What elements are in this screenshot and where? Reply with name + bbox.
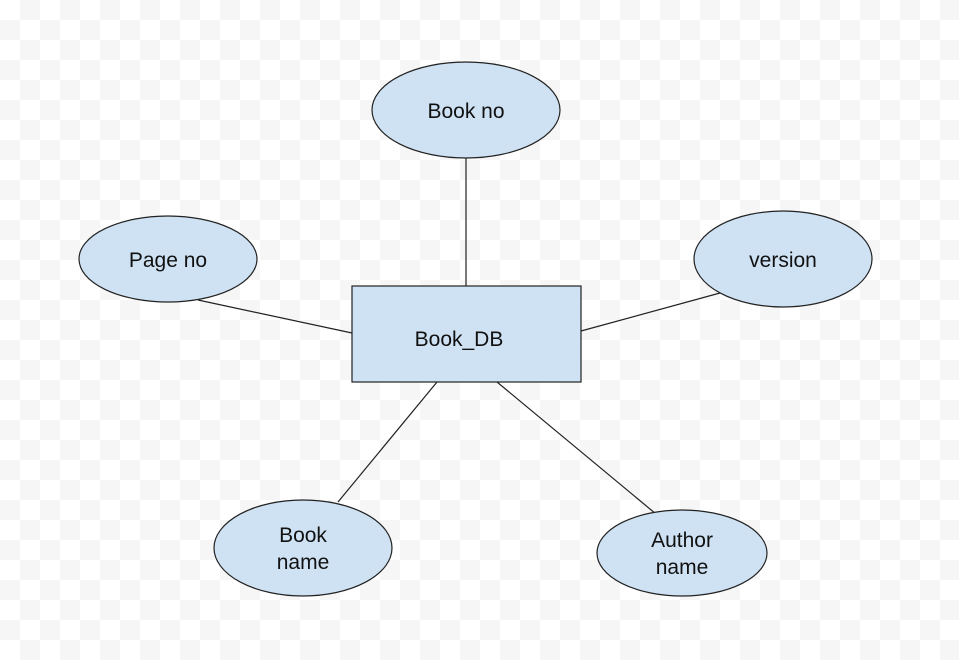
entity-box <box>351 285 582 383</box>
attribute-label-line2: name <box>277 551 330 574</box>
attribute-book-no[interactable]: Book no <box>371 61 561 159</box>
attribute-ellipse <box>213 499 393 597</box>
connector-book-name <box>337 381 438 503</box>
entity-book-db[interactable]: Book_DB <box>351 285 582 383</box>
connector-page-no <box>197 299 353 334</box>
attribute-label: Book no <box>427 100 504 123</box>
attribute-version[interactable]: version <box>693 210 873 308</box>
attribute-book-name[interactable]: Book name <box>213 499 393 597</box>
attribute-author-name[interactable]: Author name <box>596 509 768 597</box>
attribute-ellipse <box>693 210 873 308</box>
attribute-ellipse <box>78 215 258 303</box>
connector-author-name <box>496 381 657 515</box>
connector-version <box>580 292 721 332</box>
attribute-label: version <box>749 249 817 272</box>
attribute-label-line2: name <box>656 556 709 579</box>
entity-label: Book_DB <box>415 328 504 351</box>
attribute-label-line1: Author <box>651 529 713 552</box>
attribute-page-no[interactable]: Page no <box>78 215 258 303</box>
attribute-ellipse <box>596 509 768 597</box>
attribute-label: Page no <box>129 249 207 272</box>
attribute-label-line1: Book <box>279 524 327 547</box>
attribute-ellipse <box>371 61 561 159</box>
